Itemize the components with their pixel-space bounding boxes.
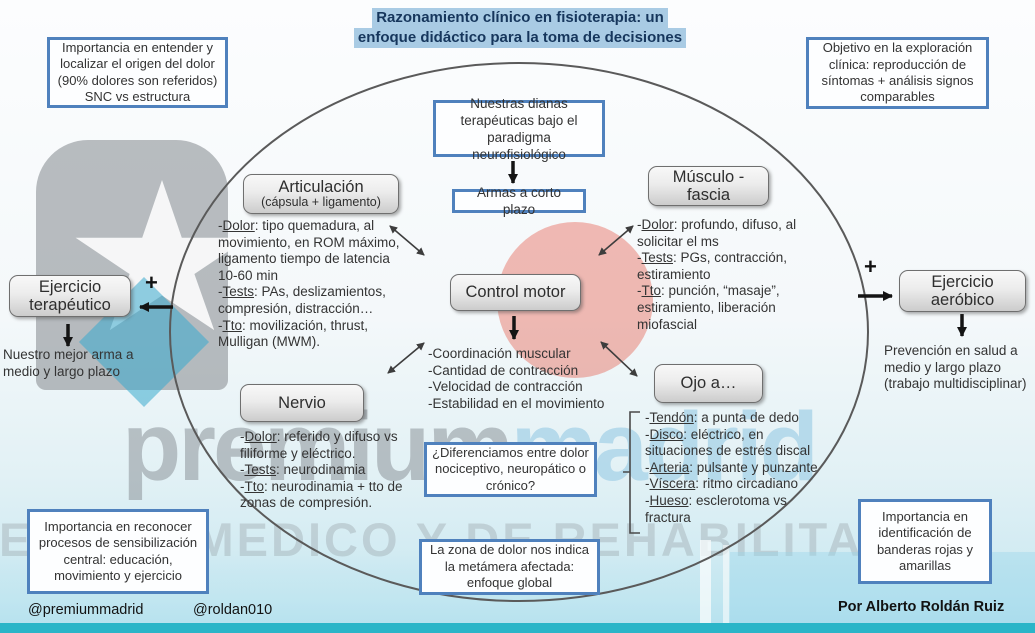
background-pillar xyxy=(723,545,729,625)
detail-line: -Hueso: esclerotoma vs fractura xyxy=(645,492,787,525)
node-musculo-fascia: Músculo - fascia xyxy=(648,166,769,206)
detail-line: -Cantidad de contracción xyxy=(428,362,579,378)
detail-line: -Tests: neurodinamia xyxy=(240,462,366,478)
double-arrow-articulacion xyxy=(389,225,425,256)
detail-line: -Velocidad de contracción xyxy=(428,379,583,395)
detail-line: -Tto: punción, “masaje”, estiramiento, l… xyxy=(637,283,780,332)
page-title-line2: enfoque didáctico para la toma de decisi… xyxy=(353,27,687,48)
note-origen-dolor: Importancia en entender y localizar el o… xyxy=(47,37,228,108)
bottom-teal-bar xyxy=(0,623,1035,633)
detail-line: -Tendón: a punta de dedo xyxy=(645,410,799,425)
node-articulacion-subtitle: (cápsula + ligamento) xyxy=(261,195,381,210)
control-motor-details: -Coordinación muscular -Cantidad de cont… xyxy=(428,346,623,412)
node-ejercicio-terapeutico: Ejercicio terapéutico xyxy=(9,275,131,317)
plus-sign-left: + xyxy=(145,270,158,295)
node-control-motor: Control motor xyxy=(450,274,581,311)
nervio-details: -Dolor: referido y difuso vs filiforme y… xyxy=(240,429,420,512)
note-armas-corto-plazo: Armas a corto plazo xyxy=(452,185,586,217)
note-dianas-terapeuticas: Nuestras dianas terapéuticas bajo el par… xyxy=(433,96,605,162)
main-ellipse xyxy=(169,62,869,602)
plus-sign-right: + xyxy=(864,254,877,279)
note-diferenciacion-dolor: ¿Diferenciamos entre dolor nociceptivo, … xyxy=(424,442,597,497)
double-arrow-ojo xyxy=(600,341,638,377)
note-metamera: La zona de dolor nos indica la metámera … xyxy=(419,539,600,595)
musculo-details: -Dolor: profundo, difuso, al solicitar e… xyxy=(637,217,827,333)
detail-line: -Tto: movilización, thrust, Mulligan (MW… xyxy=(218,317,369,350)
detail-line: -Arteria: pulsante y punzante xyxy=(645,459,818,475)
detail-line: -Coordinación muscular xyxy=(428,346,571,361)
author-credit: Por Alberto Roldán Ruiz xyxy=(838,599,1005,615)
detail-line: -Dolor: tipo quemadura, al movimiento, e… xyxy=(218,218,400,283)
social-handle-roldan010: @roldan010 xyxy=(193,602,273,618)
node-nervio: Nervio xyxy=(240,384,364,422)
node-ejercicio-aerobico: Ejercicio aeróbico xyxy=(899,270,1026,312)
social-handle-premiummadrid: @premiummadrid xyxy=(28,602,144,618)
double-arrow-nervio xyxy=(387,342,425,374)
double-arrow-musculo xyxy=(598,225,634,256)
articulacion-details: -Dolor: tipo quemadura, al movimiento, e… xyxy=(218,218,400,351)
note-sensibilizacion-central: Importancia en reconocer procesos de sen… xyxy=(27,509,209,594)
detail-line: -Víscera: ritmo circadiano xyxy=(645,476,799,492)
detail-line: -Estabilidad en el movimiento xyxy=(428,395,605,411)
page-title-line1: Razonamiento clínico en fisioterapia: un xyxy=(372,8,668,28)
detail-line: -Tests: PGs, contracción, estiramiento xyxy=(637,250,788,282)
detail-line: -Dolor: profundo, difuso, al solicitar e… xyxy=(637,217,797,249)
detail-line: -Tests: PAs, deslizamientos, compresión,… xyxy=(218,284,386,316)
aerobico-note: Prevención en salud a medio y largo plaz… xyxy=(884,343,1027,392)
ojo-list-bracket xyxy=(623,411,640,534)
detail-line: -Dolor: referido y difuso vs filiforme y… xyxy=(240,429,398,461)
node-ojo-a: Ojo a… xyxy=(654,364,763,403)
node-articulacion: Articulación (cápsula + ligamento) xyxy=(243,174,399,214)
note-banderas: Importancia en identificación de bandera… xyxy=(858,499,992,584)
terapeutico-note: Nuestro mejor arma a medio y largo plazo xyxy=(3,347,134,379)
background-pillar xyxy=(700,540,711,626)
ojo-details: -Tendón: a punta de dedo -Disco: eléctri… xyxy=(645,410,827,526)
page-title: Razonamiento clínico en fisioterapia: un… xyxy=(340,8,700,48)
detail-line: -Disco: eléctrico, en situaciones de est… xyxy=(645,426,811,459)
note-exploracion-clinica: Objetivo en la exploración clínica: repr… xyxy=(806,37,989,109)
detail-line: -Tto: neurodinamia + tto de zonas de com… xyxy=(240,478,403,511)
node-articulacion-title: Articulación xyxy=(278,178,364,197)
